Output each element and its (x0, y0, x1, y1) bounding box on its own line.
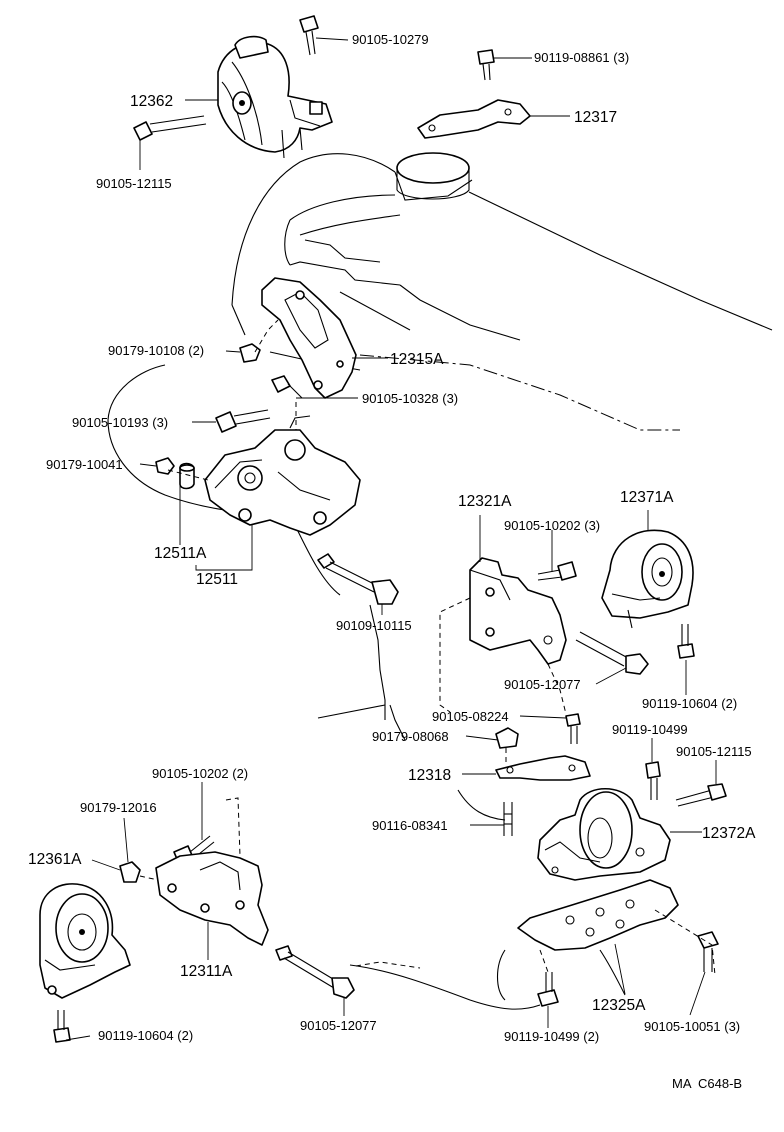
callout-90105-12115-right: 90105-12115 (676, 744, 752, 759)
bolt-90105-12115-right (675, 783, 727, 807)
bolt-90105-12077-left (275, 945, 355, 999)
mount-12361A (39, 883, 131, 999)
bolt-90105-08224 (565, 713, 581, 744)
bolt-90105-12077-right (575, 631, 649, 675)
callout-12372A: 12372A (702, 825, 756, 842)
bracket-12315A (261, 277, 357, 399)
bolt-90119-08861 (477, 49, 495, 81)
callout-90119-10499-right: 90119-10499 (612, 722, 688, 737)
callout-90105-10051: 90105-10051 (3) (644, 1019, 740, 1034)
callout-labels: 90105-10279 90119-08861 (3) 12362 12317 … (28, 32, 756, 1091)
bolt-90119-10499-right (645, 761, 661, 800)
callout-90109-10115: 90109-10115 (336, 618, 412, 633)
nut-90179-10108 (239, 343, 261, 363)
callout-12318: 12318 (408, 767, 451, 784)
bolt-90105-12115-top (133, 115, 207, 141)
bolt-90105-10328 (271, 375, 303, 399)
bolt-90105-10202-right (537, 561, 577, 581)
bracket-12321A (469, 557, 567, 665)
bolt-90119-10604-left (53, 1010, 71, 1043)
figure-code: MA C648-B (672, 1076, 742, 1091)
callout-12362: 12362 (130, 93, 173, 110)
bracket-12317 (417, 99, 531, 139)
bracket-12318 (495, 755, 591, 781)
callout-90105-12077-left: 90105-12077 (300, 1018, 377, 1033)
bolt-90105-10051 (697, 931, 719, 972)
stud-90116-08341 (503, 802, 513, 836)
bracket-12325A (517, 879, 679, 951)
callout-12311A: 12311A (180, 963, 233, 980)
leader-lines (65, 37, 717, 1041)
callout-12511: 12511 (196, 571, 238, 588)
callout-12361A: 12361A (28, 851, 82, 868)
mount-12372A (537, 788, 671, 881)
callout-12317: 12317 (574, 109, 617, 126)
callout-90105-12115-top: 90105-12115 (96, 176, 172, 191)
bracket-12311A (155, 851, 269, 946)
callout-90119-10499-bottom: 90119-10499 (2) (504, 1029, 599, 1044)
callout-90179-12016: 90179-12016 (80, 800, 157, 815)
callout-90105-10202-right: 90105-10202 (3) (504, 518, 600, 533)
bolt-90105-10279 (299, 15, 319, 56)
bolt-90119-10499-bottom (537, 972, 559, 1007)
bolt-90105-10193 (215, 409, 271, 433)
callout-90179-10108: 90179-10108 (2) (108, 343, 204, 358)
callout-12511A: 12511A (154, 545, 207, 562)
callout-90179-10041: 90179-10041 (46, 457, 123, 472)
alignment-lines (139, 319, 716, 1010)
callout-90105-08224: 90105-08224 (432, 709, 509, 724)
callout-90119-10604-left: 90119-10604 (2) (98, 1028, 193, 1043)
mount-12371A (601, 529, 694, 629)
nut-90179-08068 (495, 727, 519, 749)
engine-mount-12362 (217, 35, 333, 159)
callout-12321A: 12321A (458, 493, 512, 510)
callout-12371A: 12371A (620, 489, 674, 506)
callout-90119-08861: 90119-08861 (3) (534, 50, 629, 65)
callout-90105-10328: 90105-10328 (3) (362, 391, 458, 406)
callout-90119-10604-right: 90119-10604 (2) (642, 696, 737, 711)
callout-90179-08068: 90179-08068 (372, 729, 449, 744)
callout-90105-12077-right: 90105-12077 (504, 677, 581, 692)
callout-90105-10202-left: 90105-10202 (2) (152, 766, 248, 781)
bolt-90119-10604-right (677, 624, 695, 659)
nut-90179-10041 (155, 457, 175, 475)
callout-12315A: 12315A (390, 351, 444, 368)
callout-90105-10279: 90105-10279 (352, 32, 429, 47)
callout-90105-10193: 90105-10193 (3) (72, 415, 168, 430)
collar-12511A (179, 462, 195, 490)
callout-12325A: 12325A (592, 997, 646, 1014)
nut-90179-12016 (119, 861, 141, 883)
mount-12511 (204, 415, 361, 536)
bolt-90109-10115 (317, 553, 399, 605)
callout-90116-08341: 90116-08341 (372, 818, 448, 833)
